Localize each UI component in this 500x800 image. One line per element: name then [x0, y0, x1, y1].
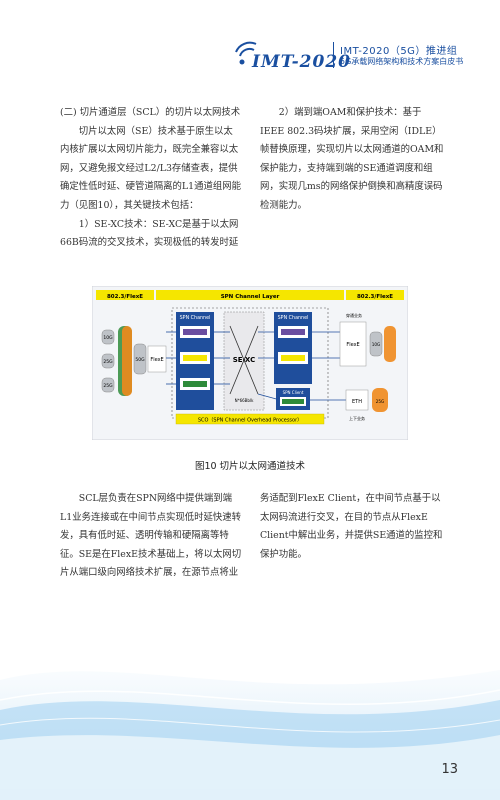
- spn-channel-left-label: SPN Channel: [180, 315, 211, 321]
- spn-channel-right: [274, 312, 312, 384]
- layer-left-label: 802.3/FlexE: [107, 294, 143, 300]
- paragraph-intro: 切片以太网（SE）技术基于原生以太内核扩展以太网切片能力，既完全兼容以太网，又避…: [60, 125, 241, 211]
- through-traffic-label: 穿通业务: [346, 312, 362, 318]
- flexe-box-left: [147, 345, 167, 373]
- flow-arrows: [166, 331, 352, 401]
- text-column-left-top: (二) 切片通道层（SCL）的切片以太网技术 切片以太网（SE）技术基于原生以太…: [60, 104, 242, 252]
- signal-icon: [235, 41, 257, 65]
- spn-channel-right-label: SPN Channel: [278, 315, 309, 321]
- add-drop-label: 上下业务: [349, 415, 365, 421]
- list-item-2: 2）端到端OAM和保护技术：基于IEEE 802.3码块扩展，采用空闲（IDLE…: [260, 107, 444, 211]
- footer-wave-decoration: [0, 670, 500, 800]
- port-50g: [133, 343, 147, 375]
- text-column-right-top: 2）端到端OAM和保护技术：基于IEEE 802.3码块扩展，采用空闲（IDLE…: [260, 104, 445, 216]
- layer-right-label: 802.3/FlexE: [357, 294, 393, 300]
- paragraph-scl-continuation: SCL层负责在SPN网络中提供端到端L1业务连接或在中间节点实现低时延快速转发，…: [260, 492, 443, 560]
- text-column-left-bottom: SCL层负责在SPN网络中提供端到端L1业务连接或在中间节点实现低时延快速转发，…: [60, 490, 242, 583]
- text-column-right-bottom: SCL层负责在SPN网络中提供端到端L1业务连接或在中间节点实现低时延快速转发，…: [260, 490, 445, 583]
- port-label-1: 10G: [103, 335, 113, 341]
- out-port-label: 10G: [372, 342, 381, 347]
- section-heading: (二) 切片通道层（SCL）的切片以太网技术: [60, 107, 241, 118]
- sco-label: SCO（SPN Channel Overhead Processor）: [198, 418, 302, 424]
- port-label-3: 25G: [103, 383, 113, 389]
- paragraph-scl: SCL层负责在SPN网络中提供端到端L1业务连接或在中间节点实现低时延快速转发，…: [60, 493, 242, 579]
- eth-port-label: 25G: [376, 399, 385, 404]
- paragraph-scl-continued: SCL层负责在SPN网络中提供端到端L1业务连接或在中间节点实现低时延快速转发，…: [260, 490, 445, 583]
- out-ring-orange: [384, 326, 396, 362]
- list-item-1: 1）SE-XC技术：SE-XC是基于以太网66B码流的交叉技术，实现极低的转发时…: [60, 218, 239, 249]
- eth-ring: [372, 388, 388, 412]
- header-divider: [333, 42, 334, 68]
- eth-label: ETH: [352, 399, 362, 405]
- page-number: 13: [441, 762, 458, 777]
- sco-bar: [175, 413, 325, 425]
- header-title: IMT-2020（5G）推进组: [340, 46, 458, 57]
- flexe-left-label: FlexE: [150, 357, 163, 363]
- se-xc-label: SE-XC: [233, 356, 255, 364]
- figure-caption: 图10 切片以太网通道技术: [194, 461, 306, 472]
- eth-box: [345, 389, 369, 411]
- layer-center-label: SPN Channel Layer: [221, 294, 280, 300]
- header-subtitle: 5G承载网络架构和技术方案白皮书: [340, 57, 464, 66]
- se-xc-sub: N*66Bblk: [235, 398, 254, 403]
- flexe-right-label: FlexE: [346, 342, 359, 348]
- port-label-2: 25G: [103, 359, 113, 365]
- port-ring-orange: [122, 326, 132, 396]
- layer-bar-left: [96, 290, 154, 300]
- spn-client-label: SPN Client: [283, 390, 304, 395]
- logo-text: IMT-2020: [252, 52, 351, 72]
- layer-bar-center: [156, 290, 344, 300]
- imt2020-logo: IMT-2020: [232, 38, 350, 78]
- port-50g-label: 50G: [135, 357, 145, 363]
- input-ports: 10G 25G 25G: [101, 329, 115, 393]
- figure-slice-ethernet: 802.3/FlexE SPN Channel Layer 802.3/Flex…: [92, 286, 408, 440]
- flexe-box-right: [339, 321, 367, 367]
- layer-bar-right: [346, 290, 404, 300]
